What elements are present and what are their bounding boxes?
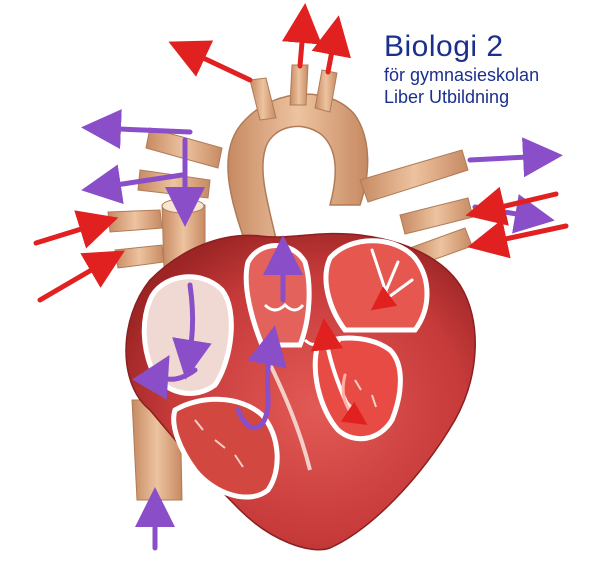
- septum: [266, 359, 312, 471]
- arrow-purple-in-right-atrium: [172, 282, 212, 380]
- pulmonary-vessel-left-bottom: [114, 244, 165, 269]
- caption-block: Biologi 2 för gymnasieskolan Liber Utbil…: [384, 30, 539, 108]
- left-atrium: [323, 238, 430, 333]
- aortic-branch-2: [289, 64, 309, 106]
- arrow-red-left-atrium: [372, 248, 414, 305]
- pulmonary-trunk: [243, 243, 312, 348]
- pulmonary-vessel-left-lower: [107, 209, 163, 233]
- aortic-branch-3: [314, 69, 338, 113]
- arrow-red-aorta-branch-2: [281, 3, 322, 69]
- arrow-red-ventricle-bottom: [340, 373, 368, 425]
- arrows-red-oxygenated: [33, 3, 569, 425]
- right-ventricle: [171, 396, 280, 500]
- pulmonary-vessel-right-upper: [359, 149, 469, 203]
- arrow-red-in-right-lower: [467, 219, 569, 259]
- aortic-branch-1: [249, 77, 277, 121]
- arrow-purple-out-left-mid: [81, 164, 185, 205]
- arrow-purple-curl-atrium: [132, 355, 198, 400]
- arrow-red-aorta-branch-1: [168, 40, 253, 83]
- left-ventricle: [312, 335, 403, 442]
- arrow-red-in-left-bottom: [37, 250, 125, 303]
- arrow-purple-out-left-upper: [81, 109, 193, 150]
- arrow-red-in-left-lower: [33, 210, 119, 249]
- caption-publisher: Liber Utbildning: [384, 87, 510, 107]
- arrow-purple-ventricle: [235, 325, 287, 431]
- aorta: [227, 93, 369, 251]
- arrow-red-aorta-branch-3: [311, 15, 351, 75]
- arrows-purple-deoxygenated: [81, 109, 563, 551]
- arrow-red-in-right-mid: [465, 186, 559, 226]
- arrow-purple-out-right-upper: [467, 137, 563, 178]
- heart-body: [125, 232, 476, 551]
- caption-title: Biologi 2: [384, 30, 504, 63]
- pulmonary-valve: [263, 302, 305, 312]
- caption-subtitle: för gymnasieskolan: [384, 65, 540, 85]
